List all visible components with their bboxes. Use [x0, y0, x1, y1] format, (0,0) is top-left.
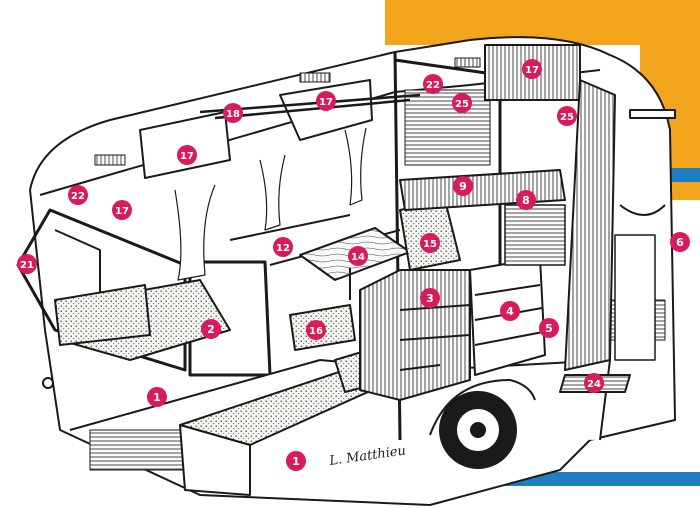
wheel-arch	[429, 379, 536, 436]
callout-label: 6	[676, 236, 684, 249]
callout-label: 17	[180, 151, 194, 162]
marker-light	[42, 377, 54, 389]
callout-circle	[316, 91, 336, 111]
overhead-locker-left	[139, 111, 231, 179]
callout-c6: 6	[670, 232, 690, 252]
callout-c17c: 17	[112, 200, 132, 220]
callout-label: 1	[153, 391, 161, 404]
callout-label: 5	[545, 322, 553, 335]
callout-circle	[516, 190, 536, 210]
callout-circle	[286, 451, 306, 471]
callout-c3: 3	[420, 288, 440, 308]
callout-c25b: 25	[557, 106, 577, 126]
callout-circle	[273, 237, 293, 257]
callout-circle	[420, 288, 440, 308]
front-seat-back	[54, 284, 151, 346]
callout-circle	[306, 320, 326, 340]
callout-c14: 14	[348, 246, 368, 266]
callout-label: 4	[506, 305, 514, 318]
callout-circle	[584, 373, 604, 393]
callout-c21: 21	[17, 254, 37, 274]
callout-label: 24	[587, 379, 601, 390]
callout-circle	[68, 185, 88, 205]
side-bench-front	[179, 424, 251, 496]
callout-circle	[539, 318, 559, 338]
callout-label: 12	[276, 243, 290, 254]
callout-c22a: 22	[423, 74, 443, 94]
rear-roof-vent	[454, 57, 481, 68]
callout-c17a: 17	[316, 91, 336, 111]
callout-c5: 5	[539, 318, 559, 338]
callout-c4: 4	[500, 301, 520, 321]
caravan-drawing	[16, 36, 676, 506]
callout-c15: 15	[420, 233, 440, 253]
callout-label: 15	[423, 239, 437, 250]
rear-window-blind	[404, 89, 491, 166]
callout-circle	[452, 93, 472, 113]
callout-label: 17	[115, 206, 129, 217]
callout-label: 22	[426, 80, 440, 91]
callout-circle	[670, 232, 690, 252]
callout-label: 17	[319, 97, 333, 108]
callout-circle	[500, 301, 520, 321]
washroom-partition	[564, 79, 616, 371]
roof-vent-right	[299, 72, 331, 83]
callout-label: 16	[309, 326, 323, 337]
wardrobe-cabinet	[359, 269, 471, 401]
callout-circle	[177, 145, 197, 165]
callout-c22b: 22	[68, 185, 88, 205]
callout-c24: 24	[584, 373, 604, 393]
callout-c17d: 17	[522, 59, 542, 79]
callout-c12: 12	[273, 237, 293, 257]
callout-c25a: 25	[452, 93, 472, 113]
callout-label: 2	[207, 323, 215, 336]
callout-c17b: 17	[177, 145, 197, 165]
curtain-left	[174, 184, 216, 281]
callout-label: 25	[560, 112, 574, 123]
callout-c1b: 1	[286, 451, 306, 471]
callout-circle	[147, 387, 167, 407]
callout-label: 17	[525, 65, 539, 76]
heater-grille	[504, 204, 566, 266]
callout-circle	[522, 59, 542, 79]
callout-c2: 2	[201, 319, 221, 339]
callout-circle	[420, 233, 440, 253]
callout-circle	[223, 103, 243, 123]
callout-label: 22	[71, 191, 85, 202]
callout-label: 18	[226, 109, 240, 120]
callout-label: 1	[292, 455, 300, 468]
callout-label: 14	[351, 252, 365, 263]
curtain-center	[259, 154, 286, 231]
callout-label: 21	[20, 260, 34, 271]
curtain-right	[344, 127, 367, 206]
callout-c16: 16	[306, 320, 326, 340]
washbasin	[619, 204, 666, 216]
callout-c9: 9	[453, 176, 473, 196]
callout-circle	[348, 246, 368, 266]
callout-circle	[112, 200, 132, 220]
cabinet-shelves	[399, 304, 471, 371]
callout-circle	[557, 106, 577, 126]
callout-label: 8	[522, 194, 530, 207]
callout-circle	[453, 176, 473, 196]
callout-label: 9	[459, 180, 467, 193]
callout-c18: 18	[223, 103, 243, 123]
callout-c8: 8	[516, 190, 536, 210]
callout-circle	[17, 254, 37, 274]
washroom-door	[614, 234, 656, 361]
callout-circle	[423, 74, 443, 94]
callout-label: 25	[455, 99, 469, 110]
callout-circle	[201, 319, 221, 339]
roof-vent-left	[94, 154, 126, 166]
awning-bracket	[629, 109, 676, 119]
wheel-hub	[470, 422, 486, 438]
callout-c1a: 1	[147, 387, 167, 407]
callout-label: 3	[426, 292, 434, 305]
